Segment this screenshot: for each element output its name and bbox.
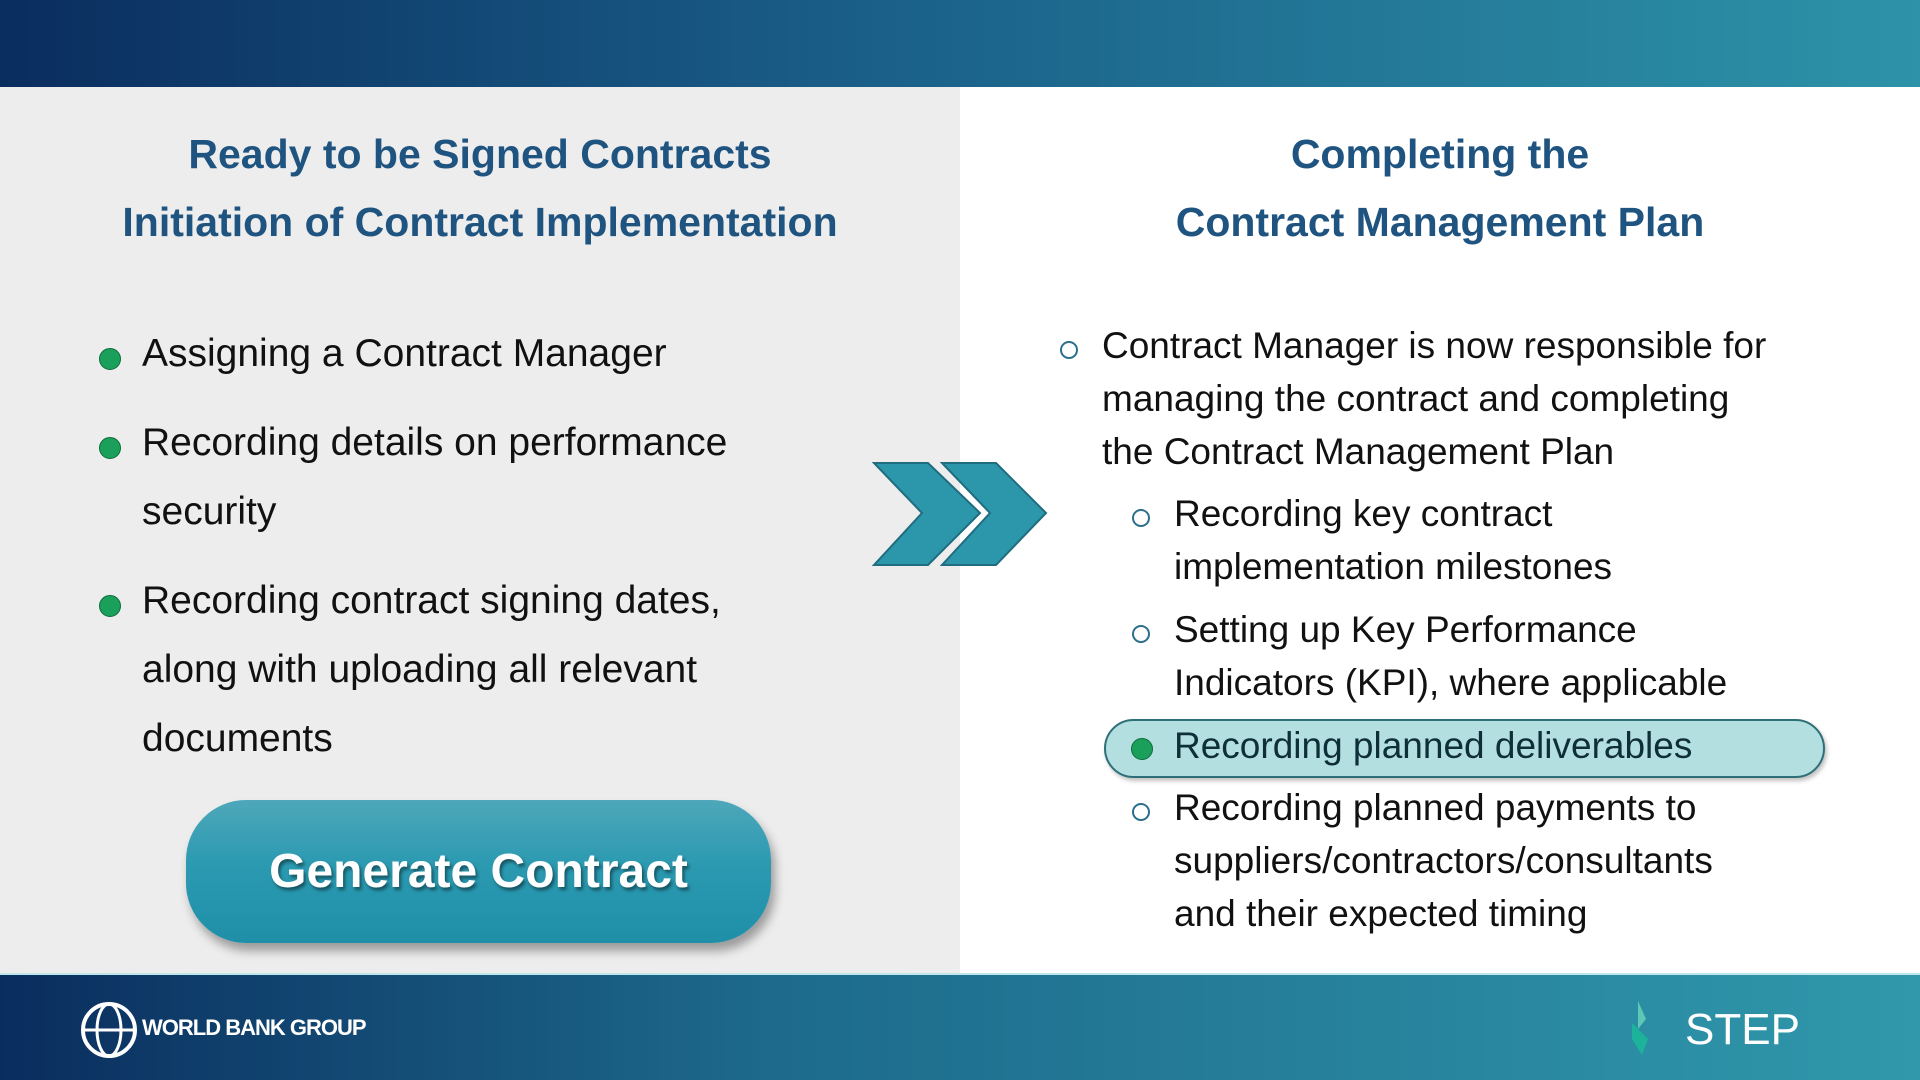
bullet-icon [99,348,121,370]
header-bar [0,0,1920,87]
world-bank-group-logo: WORLD BANK GROUP [142,1015,367,1040]
left-bullet-text: Assigning a Contract Manager [142,332,667,375]
bullet-icon [99,437,121,459]
right-bullet-text: the Contract Management Plan [1102,431,1615,472]
sub-bullet-text: Indicators (KPI), where applicable [1174,662,1728,703]
right-title: Completing the Contract Management Plan [960,120,1920,256]
sub-bullet-text: Recording key contract [1174,493,1553,534]
sub-bullet-text-highlighted: Recording planned deliverables [1174,725,1693,766]
left-title-line: Ready to be Signed Contracts [188,131,772,177]
step-logo-icon [1632,1001,1648,1055]
sub-bullet-text: Setting up Key Performance [1174,609,1637,650]
hollow-bullet-icon [1132,625,1150,643]
step-logo-text: STEP [1685,1005,1800,1054]
generate-contract-button[interactable]: Generate Contract [186,800,771,943]
sub-bullet-text: implementation milestones [1174,546,1613,587]
double-chevron-arrow-icon [871,462,1048,566]
hollow-bullet-icon [1132,803,1150,821]
hollow-bullet-icon [1132,509,1150,527]
sub-bullet-text: suppliers/contractors/consultants [1174,840,1713,881]
hollow-bullet-icon [1060,341,1078,359]
left-bullet-text: along with uploading all relevant [142,648,698,691]
left-title: Ready to be Signed Contracts Initiation … [0,120,960,256]
right-bullet-text: managing the contract and completing [1102,378,1730,419]
right-title-line: Contract Management Plan [1175,199,1705,245]
right-title-line: Completing the [1290,131,1590,177]
right-bullet-text: Contract Manager is now responsible for [1102,325,1767,366]
left-bullet-text: Recording contract signing dates, [142,579,721,622]
left-title-line: Initiation of Contract Implementation [122,199,838,245]
left-bullet-text: Recording details on performance [142,421,728,464]
sub-bullet-text: Recording planned payments to [1174,787,1697,828]
highlighted-item [1104,719,1825,778]
bullet-icon [1131,738,1153,760]
bullet-icon [99,595,121,617]
left-bullet-text: security [142,490,277,533]
footer-bar: WORLD BANK GROUP STEP [0,973,1920,1080]
left-bullet-text: documents [142,717,333,760]
sub-bullet-text: and their expected timing [1174,893,1588,934]
globe-logo-icon [81,1002,137,1058]
